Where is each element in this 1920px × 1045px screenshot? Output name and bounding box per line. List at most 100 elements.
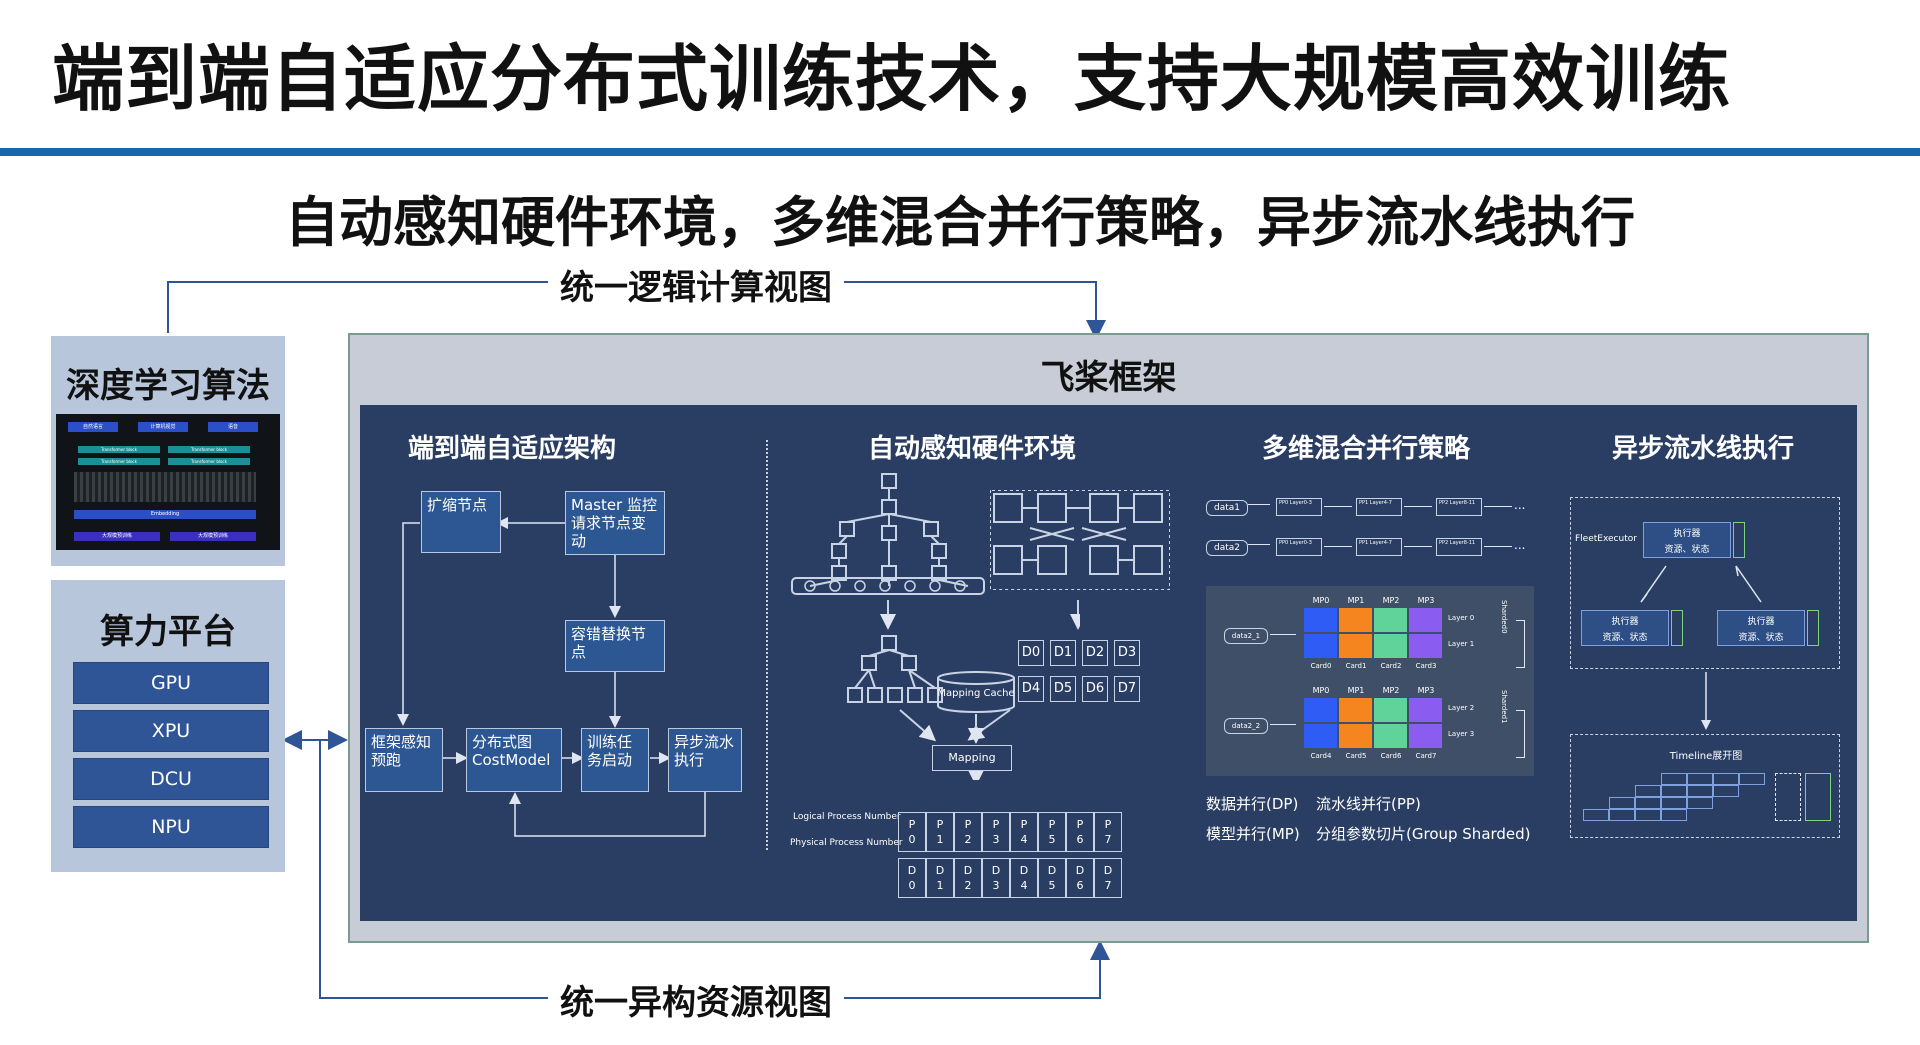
- timeline-cell: [1583, 809, 1609, 821]
- timeline-cell: [1661, 809, 1687, 821]
- thumb-task-speech: 语音: [208, 422, 258, 432]
- scale-node-box: 扩缩节点: [421, 491, 501, 553]
- timeline-cell: [1739, 773, 1765, 785]
- device-cell: D5: [1050, 676, 1076, 702]
- pp-stage-box: PP0 Layer0-3: [1276, 538, 1322, 556]
- compute-platform-panel: 算力平台 GPU XPU DCU NPU: [51, 580, 285, 872]
- mapping-cache-label: Mapping Cache: [937, 688, 1015, 699]
- physical-process-cell: D 4: [1010, 858, 1038, 898]
- mp-cell: [1374, 724, 1407, 748]
- thumb-layer: Transformer block: [168, 446, 250, 453]
- executor-right: 执行器 资源、状态: [1717, 610, 1805, 646]
- logical-process-cell: P 4: [1010, 812, 1038, 852]
- executor-label: 执行器: [1611, 617, 1639, 627]
- logical-process-label: Logical Process Number: [793, 812, 901, 822]
- pp-link: [1484, 506, 1512, 507]
- pp-link: [1404, 546, 1432, 547]
- card-label: Card1: [1345, 662, 1367, 670]
- pp-link: [1324, 506, 1352, 507]
- logical-process-cell: P 0: [898, 812, 926, 852]
- resource-view-label: 统一异构资源视图: [548, 975, 844, 1024]
- pp-stage-box: PP2 Layer8-11: [1436, 538, 1482, 556]
- mp-cell: [1339, 608, 1372, 632]
- logical-process-cell: P 7: [1094, 812, 1122, 852]
- data-cylinder: data2_1: [1224, 628, 1268, 644]
- section-arch-title: 端到端自适应架构: [408, 434, 617, 464]
- physical-process-cell: D 1: [926, 858, 954, 898]
- thumb-layer: Transformer block: [78, 446, 160, 453]
- executor-label: 执行器: [1747, 617, 1775, 627]
- sharded-bracket: [1516, 710, 1525, 758]
- pp-stage-box: PP2 Layer8-11: [1436, 498, 1482, 516]
- legend-mp: 模型并行(MP): [1206, 825, 1300, 843]
- logical-process-cell: P 1: [926, 812, 954, 852]
- legend-dp: 数据并行(DP): [1206, 795, 1299, 813]
- thumb-embedding: Embedding: [74, 510, 256, 519]
- device-cell: D6: [1082, 676, 1108, 702]
- executor-sub-label: 资源、状态: [1602, 633, 1648, 643]
- dl-algorithm-panel: 深度学习算法 自然语言 计算机视觉 语音 Transformer block T…: [51, 336, 285, 566]
- costmodel-box: 分布式图CostModel: [466, 728, 562, 792]
- card-label: Card2: [1380, 662, 1402, 670]
- mp-header: MP0: [1312, 686, 1330, 695]
- timeline-label: Timeline展开图: [1669, 751, 1743, 762]
- mp-cell: [1304, 724, 1337, 748]
- physical-process-label: Physical Process Number: [790, 838, 903, 848]
- thumb-layer: Transformer block: [78, 458, 160, 465]
- data-cylinder: data2_2: [1224, 718, 1268, 734]
- page-subtitle: 自动感知硬件环境，多维混合并行策略，异步流水线执行: [285, 191, 1635, 254]
- mp-cell: [1304, 634, 1337, 658]
- timeline-cell: [1713, 773, 1739, 785]
- executor-top: 执行器 资源、状态: [1643, 522, 1731, 558]
- device-grid: D0 D1 D2 D3 D4 D5 D6 D7: [1018, 640, 1140, 706]
- timeline-cell: [1661, 797, 1687, 809]
- card-label: Card3: [1415, 662, 1437, 670]
- card-label: Card5: [1345, 752, 1367, 760]
- thumb-pretrain: 大规模预训练: [74, 532, 160, 541]
- physical-process-cell: D 7: [1094, 858, 1122, 898]
- dl-model-thumbnail: 自然语言 计算机视觉 语音 Transformer block Transfor…: [56, 414, 280, 550]
- mp-link: [1270, 634, 1296, 635]
- section-pipeline-title: 异步流水线执行: [1612, 434, 1795, 464]
- mapping-box: Mapping: [932, 745, 1012, 771]
- mp-cell: [1374, 608, 1407, 632]
- logical-process-cell: P 6: [1066, 812, 1094, 852]
- timeline-green: [1805, 773, 1831, 821]
- mp-cell: [1374, 634, 1407, 658]
- task-launch-box: 训练任务启动: [581, 728, 649, 792]
- title-divider: [0, 148, 1920, 156]
- physical-process-cell: D 6: [1066, 858, 1094, 898]
- thumb-task-nlp: 自然语言: [68, 422, 118, 432]
- mp-header: MP2: [1382, 686, 1400, 695]
- hardware-grid-diagram: [990, 490, 1170, 590]
- mp-cell: [1374, 698, 1407, 722]
- physical-process-cell: D 3: [982, 858, 1010, 898]
- executor-left: 执行器 资源、状态: [1581, 610, 1669, 646]
- page-title: 端到端自适应分布式训练技术，支持大规模高效训练: [52, 37, 1732, 121]
- layer-label: Layer 2: [1448, 704, 1475, 712]
- master-monitor-box: Master 监控请求节点变动: [565, 491, 665, 555]
- hardware-tree-diagram: [791, 473, 985, 595]
- mp-cell: [1339, 724, 1372, 748]
- mp-cell: [1409, 724, 1442, 748]
- async-exec-box: 异步流水执行: [668, 728, 742, 792]
- executor-label: 执行器: [1673, 529, 1701, 539]
- layer-label: Layer 0: [1448, 614, 1475, 622]
- fleet-executor-box: FleetExecutor 执行器 资源、状态 执行器 资源、状态 执行器 资源…: [1570, 497, 1840, 669]
- pipeline-down-arrow: [1701, 672, 1711, 730]
- physical-process-cell: D 0: [898, 858, 926, 898]
- pp-link: [1404, 506, 1432, 507]
- hardware-xpu: XPU: [73, 710, 269, 752]
- timeline-dashed: [1775, 773, 1801, 821]
- timeline-cell: [1609, 797, 1635, 809]
- timeline-grid: [1583, 773, 1833, 829]
- compute-platform-title: 算力平台: [100, 612, 236, 652]
- timeline-cell: [1687, 785, 1713, 797]
- hardware-npu: NPU: [73, 806, 269, 848]
- pp-stage-box: PP1 Layer4-7: [1356, 538, 1402, 556]
- device-cell: D4: [1018, 676, 1044, 702]
- thumb-stack: [74, 472, 256, 502]
